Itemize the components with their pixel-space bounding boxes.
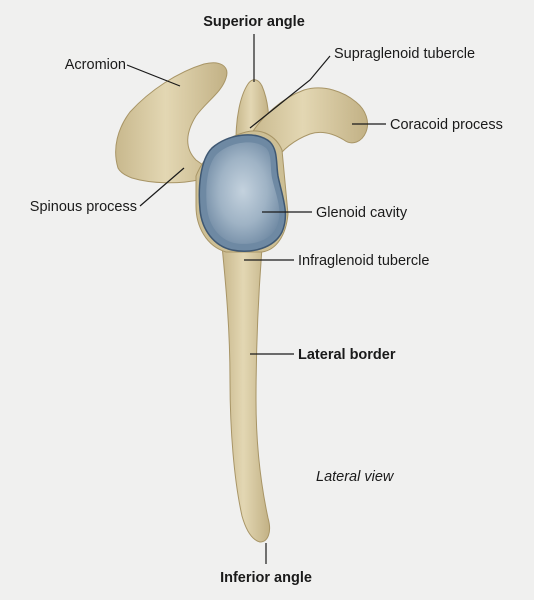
label-infraglenoid-tubercle: Infraglenoid tubercle xyxy=(298,253,429,269)
label-supraglenoid-tubercle: Supraglenoid tubercle xyxy=(334,46,475,62)
leader-lines xyxy=(126,34,386,564)
label-lateral-border: Lateral border xyxy=(298,347,396,363)
label-lateral-view: Lateral view xyxy=(316,469,395,485)
label-superior-angle: Superior angle xyxy=(203,14,305,30)
label-spinous-process: Spinous process xyxy=(30,199,137,215)
leader-acromion xyxy=(126,64,181,87)
glenoid xyxy=(198,134,287,252)
coracoid-shape xyxy=(249,87,369,163)
labels: Superior angle Acromion Supraglenoid tub… xyxy=(30,14,503,586)
label-inferior-angle: Inferior angle xyxy=(220,570,312,586)
label-glenoid-cavity: Glenoid cavity xyxy=(316,205,408,221)
acromion-shape xyxy=(115,62,228,184)
leader-supraglenoid xyxy=(249,55,331,129)
label-acromion: Acromion xyxy=(65,57,126,73)
label-coracoid-process: Coracoid process xyxy=(390,117,503,133)
leader-spinous-process xyxy=(139,167,185,207)
lateral-border-shape xyxy=(221,245,271,543)
glenoid-cavity-surface xyxy=(206,142,280,244)
